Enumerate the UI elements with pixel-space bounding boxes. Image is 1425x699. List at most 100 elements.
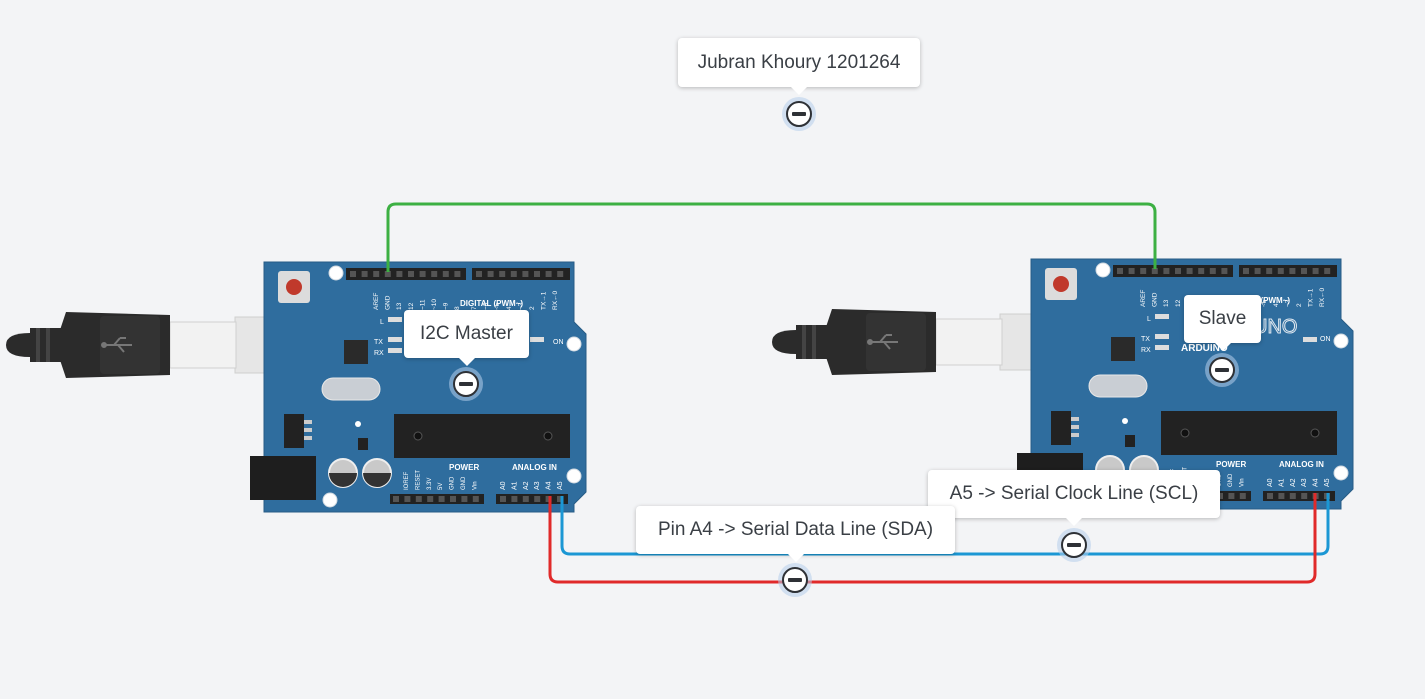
header-pin[interactable]: [545, 271, 552, 277]
analog-label: ANALOG IN: [1279, 460, 1324, 469]
header-pin[interactable]: [1186, 268, 1193, 274]
sda-note-pin[interactable]: [778, 563, 812, 597]
header-pin-label: 4: [506, 306, 513, 310]
header-pin[interactable]: [1163, 268, 1170, 274]
header-pin[interactable]: [1198, 268, 1205, 274]
header-pin[interactable]: [1228, 493, 1235, 499]
header-pin-label: ~11: [419, 299, 426, 310]
header-pin[interactable]: [431, 271, 438, 277]
header-pin-label: ~6: [483, 302, 490, 310]
header-pin[interactable]: [1289, 493, 1296, 499]
sda-note[interactable]: Pin A4 -> Serial Data Line (SDA): [636, 506, 955, 562]
header-pin[interactable]: [427, 496, 434, 502]
header-pin[interactable]: [393, 496, 399, 502]
header-pin-label: ~5: [494, 302, 501, 310]
header-pin-label: ~3: [517, 302, 524, 310]
header-pin[interactable]: [534, 496, 541, 502]
header-pin[interactable]: [438, 496, 445, 502]
header-pin[interactable]: [450, 496, 456, 502]
header-pin[interactable]: [454, 271, 461, 277]
header-pin-label: 8: [454, 306, 461, 310]
header-pin-label: RX←0: [552, 290, 559, 310]
scl-note-pin[interactable]: [1057, 528, 1091, 562]
header-pin[interactable]: [476, 271, 482, 277]
minus-circle-icon: [786, 101, 812, 127]
header-pin[interactable]: [522, 496, 529, 502]
header-pin-label: RX←0: [1319, 287, 1326, 307]
header-pin[interactable]: [1277, 268, 1284, 274]
header-pin[interactable]: [1267, 493, 1273, 499]
header-pin[interactable]: [1254, 268, 1261, 274]
master-note[interactable]: I2C Master: [404, 310, 529, 366]
header-pin[interactable]: [499, 271, 506, 277]
header-pin[interactable]: [408, 271, 414, 277]
header-pin[interactable]: [1140, 268, 1147, 274]
minus-circle-icon: [1061, 532, 1087, 558]
header-pin[interactable]: [404, 496, 411, 502]
header-pin[interactable]: [1128, 268, 1135, 274]
master-note-text: I2C Master: [420, 323, 513, 344]
analog-pin-label: A1: [511, 481, 518, 490]
analog-pin-label: A2: [1290, 478, 1297, 487]
usb-cable-master[interactable]: [6, 312, 313, 378]
arduino-board-master[interactable]: DIGITAL (PWM~) L TX RX ON POWER ANALOG I…: [250, 261, 587, 513]
header-pin[interactable]: [461, 496, 468, 502]
header-pin[interactable]: [419, 271, 426, 277]
sda-note-text: Pin A4 -> Serial Data Line (SDA): [657, 519, 934, 540]
header-pin[interactable]: [510, 271, 517, 277]
led-on-label: ON: [1320, 336, 1331, 343]
power-pin-label: GND: [1228, 473, 1234, 487]
header-pin[interactable]: [442, 271, 449, 277]
header-pin[interactable]: [1266, 268, 1273, 274]
header-pin[interactable]: [1324, 268, 1331, 274]
header-pin[interactable]: [1243, 268, 1249, 274]
header-pin[interactable]: [511, 496, 518, 502]
master-note-pin[interactable]: [449, 367, 483, 401]
header-pin[interactable]: [1217, 493, 1223, 499]
header-pin[interactable]: [1289, 268, 1296, 274]
header-pin[interactable]: [373, 271, 380, 277]
header-pin[interactable]: [534, 271, 540, 277]
slave-note[interactable]: Slave: [1184, 295, 1261, 351]
led-tx-label: TX: [374, 339, 383, 346]
analog-pin-label: A5: [1324, 478, 1331, 487]
header-pin-label: AREF: [373, 293, 380, 310]
header-pin[interactable]: [361, 271, 368, 277]
header-pin[interactable]: [1117, 268, 1123, 274]
author-note[interactable]: Jubran Khoury 1201264: [678, 38, 920, 95]
header-pin[interactable]: [472, 496, 479, 502]
header-pin-label: GND: [385, 295, 392, 310]
scl-note[interactable]: A5 -> Serial Clock Line (SCL): [928, 470, 1220, 526]
sda-wire[interactable]: [548, 493, 1317, 584]
header-pin-label: ~3: [1284, 299, 1291, 307]
scl-wire[interactable]: [560, 493, 1330, 556]
header-pin-label: ~9: [443, 302, 450, 310]
author-note-pin[interactable]: [782, 97, 816, 131]
header-pin[interactable]: [1239, 493, 1246, 499]
header-pin[interactable]: [384, 271, 391, 277]
led-rx-label: RX: [1141, 347, 1151, 354]
header-pin[interactable]: [522, 271, 529, 277]
header-pin[interactable]: [1278, 493, 1285, 499]
header-pin[interactable]: [500, 496, 506, 502]
header-pin[interactable]: [487, 271, 494, 277]
header-pin[interactable]: [396, 271, 403, 277]
header-pin[interactable]: [1301, 493, 1308, 499]
usb-icon: [101, 337, 132, 353]
header-pin[interactable]: [350, 271, 356, 277]
header-pin[interactable]: [1209, 268, 1216, 274]
slave-note-pin[interactable]: [1205, 353, 1239, 387]
led-l-label: L: [1147, 316, 1151, 323]
header-pin[interactable]: [1151, 268, 1158, 274]
header-pin[interactable]: [1221, 268, 1228, 274]
header-pin[interactable]: [1175, 268, 1181, 274]
slave-note-text: Slave: [1198, 308, 1247, 329]
power-pin-label: RESET: [415, 470, 421, 490]
header-pin[interactable]: [557, 271, 564, 277]
header-pin[interactable]: [557, 496, 563, 502]
gnd-wire[interactable]: [386, 202, 1157, 272]
header-pin[interactable]: [1312, 268, 1319, 274]
header-pin[interactable]: [415, 496, 422, 502]
header-pin[interactable]: [1301, 268, 1307, 274]
